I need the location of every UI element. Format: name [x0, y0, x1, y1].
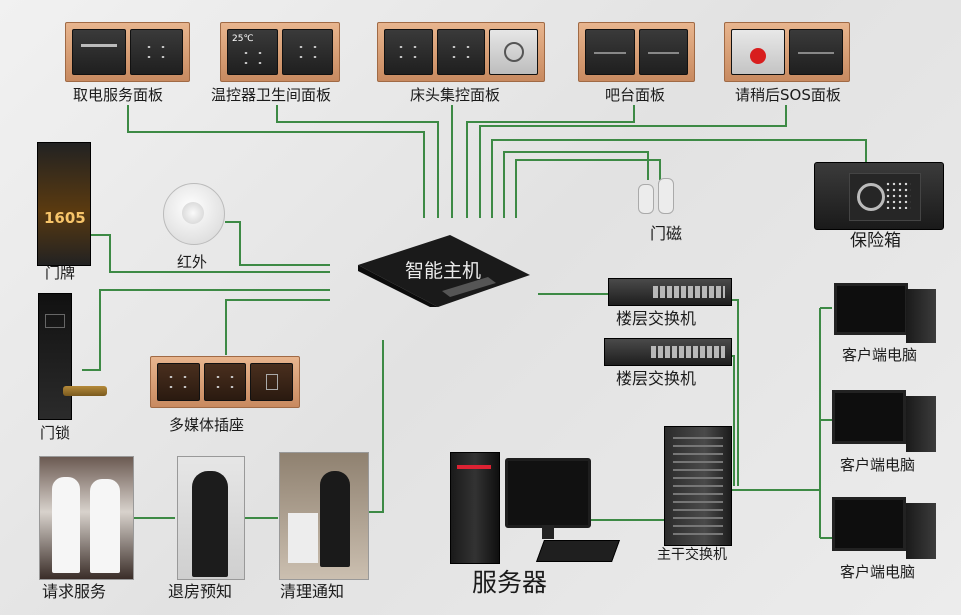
smart-host-box — [358, 235, 530, 311]
door-lock-label: 门锁 — [40, 424, 71, 442]
client-computer-2-label: 客户端电脑 — [840, 456, 916, 474]
thermostat-display: 25℃ — [232, 34, 254, 44]
client-computer-1 — [834, 283, 938, 345]
client-computer-1-label: 客户端电脑 — [842, 346, 918, 364]
bar-panel — [578, 22, 695, 82]
switch-module — [129, 29, 183, 75]
sos-panel-label: 请稍后SOS面板 — [735, 86, 841, 104]
cleaning-notice-label: 清理通知 — [280, 582, 345, 601]
wire-door-lock — [82, 289, 330, 371]
sos-panel — [724, 22, 850, 82]
wire-services — [364, 340, 384, 513]
safe-label: 保险箱 — [850, 231, 901, 251]
client-computer-2 — [832, 390, 938, 454]
door-plate-number: 1605 — [44, 209, 86, 227]
door-magnet-label: 门磁 — [650, 224, 683, 243]
door-plate: 1605 — [37, 142, 91, 266]
server-tower — [450, 452, 500, 564]
request-service-photo — [39, 456, 134, 580]
media-socket-panel — [150, 356, 300, 408]
floor-switch-1-label: 楼层交换机 — [616, 309, 697, 328]
media-socket-label: 多媒体插座 — [169, 416, 245, 434]
power-service-panel — [65, 22, 190, 82]
wire-sos-panel — [479, 105, 787, 218]
safe-box — [814, 162, 944, 230]
wire-door-plate — [90, 234, 330, 273]
door-magnet — [638, 178, 674, 216]
floor-switch-2 — [604, 338, 732, 366]
power-service-panel-label: 取电服务面板 — [73, 86, 164, 104]
checkout-notice-photo — [177, 456, 245, 580]
door-lock — [38, 293, 107, 420]
bar-module-1 — [585, 29, 635, 75]
bedside-panel-label: 床头集控面板 — [410, 86, 501, 104]
media-module-3 — [250, 363, 294, 401]
wire-bar-panel — [466, 105, 635, 218]
bathroom-switch-module — [282, 29, 333, 75]
bedside-socket-module — [489, 29, 539, 75]
smart-host-shape — [358, 235, 530, 311]
client-computer-3-label: 客户端电脑 — [840, 563, 916, 581]
bar-module-2 — [638, 29, 688, 75]
wire-infrared — [225, 221, 330, 266]
cleaning-notice-photo — [279, 452, 369, 580]
wire-safe — [491, 139, 867, 218]
bedside-module-2 — [436, 29, 486, 75]
wire-switch-core — [730, 299, 739, 486]
wire-power-panel — [127, 105, 425, 218]
sos-module — [731, 29, 785, 75]
core-switch-label: 主干交换机 — [657, 547, 727, 563]
server-label: 服务器 — [472, 568, 548, 597]
infrared-label: 红外 — [177, 253, 208, 271]
infrared-sensor — [163, 183, 225, 245]
bedside-panel — [377, 22, 545, 82]
thermostat-panel: 25℃ — [220, 22, 340, 82]
bar-panel-label: 吧台面板 — [605, 86, 666, 104]
thermostat-module: 25℃ — [227, 29, 278, 75]
card-slot-module — [72, 29, 126, 75]
floor-switch-2-label: 楼层交换机 — [616, 369, 697, 388]
checkout-notice-label: 退房预知 — [168, 582, 233, 601]
wire-door-magnet-2 — [515, 159, 661, 218]
server-keyboard — [535, 540, 621, 562]
server-monitor — [505, 458, 591, 539]
wire-door-magnet — [503, 151, 649, 218]
request-service-label: 请求服务 — [42, 582, 107, 601]
wire-media — [225, 299, 330, 355]
media-module-1 — [157, 363, 200, 401]
smart-host-label: 智能主机 — [405, 260, 482, 282]
bedside-module-1 — [384, 29, 433, 75]
door-plate-label: 门牌 — [45, 264, 76, 282]
wire-thermo-panel — [276, 105, 439, 218]
core-switch — [664, 426, 732, 546]
please-wait-module — [789, 29, 843, 75]
floor-switch-1 — [608, 278, 732, 306]
thermostat-panel-label: 温控器卫生间面板 — [211, 86, 332, 104]
client-computer-3 — [832, 497, 938, 561]
media-module-2 — [203, 363, 247, 401]
